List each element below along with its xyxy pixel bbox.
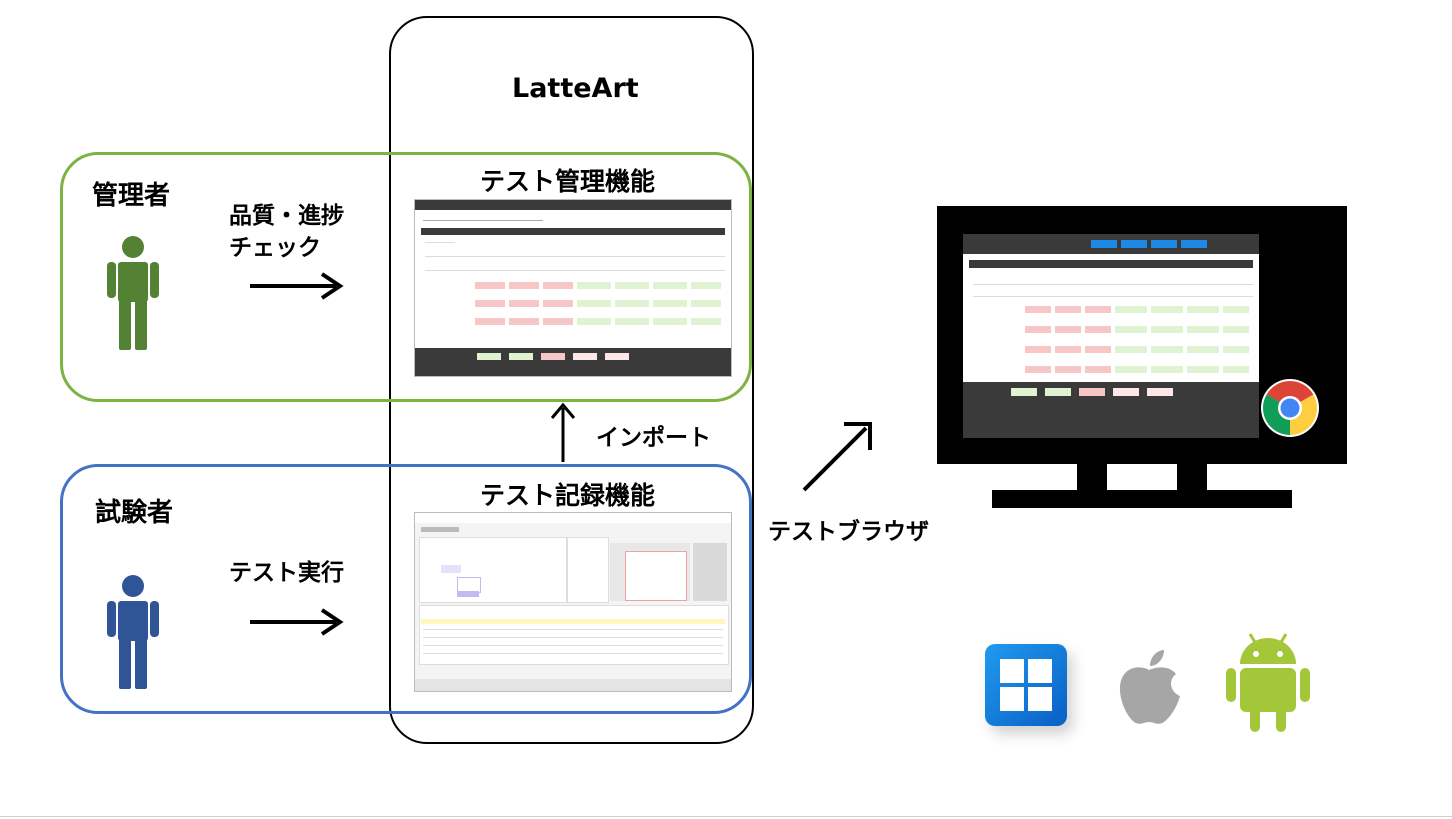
recording-screenshot	[414, 512, 732, 692]
management-function-title: テスト管理機能	[480, 167, 656, 196]
management-screenshot	[414, 199, 732, 377]
tester-person-icon	[107, 575, 159, 689]
apple-icon	[1119, 650, 1180, 724]
manager-arrow-icon	[250, 272, 344, 300]
chrome-icon	[1261, 379, 1319, 437]
android-icon	[1226, 633, 1310, 732]
latteart-frame	[389, 16, 754, 744]
test-browser-label: テストブラウザ	[768, 519, 929, 545]
import-arrow-icon	[550, 402, 576, 462]
windows-icon	[985, 644, 1067, 726]
tester-frame	[60, 464, 752, 714]
bottom-divider	[0, 816, 1452, 817]
latteart-title: LatteArt	[512, 73, 639, 104]
monitor-screen	[963, 234, 1259, 438]
tester-arrow-icon	[250, 608, 344, 636]
test-browser-arrow-icon	[802, 422, 872, 492]
manager-person-icon	[107, 236, 159, 350]
manager-action-label: 品質・進捗 チェック	[229, 203, 344, 261]
manager-label: 管理者	[92, 181, 171, 211]
recording-function-title: テスト記録機能	[480, 481, 656, 510]
manager-frame	[60, 152, 752, 402]
tester-action-label: テスト実行	[229, 560, 344, 586]
import-label: インポート	[596, 425, 711, 451]
monitor-base	[992, 490, 1292, 508]
tester-label: 試験者	[95, 498, 174, 528]
